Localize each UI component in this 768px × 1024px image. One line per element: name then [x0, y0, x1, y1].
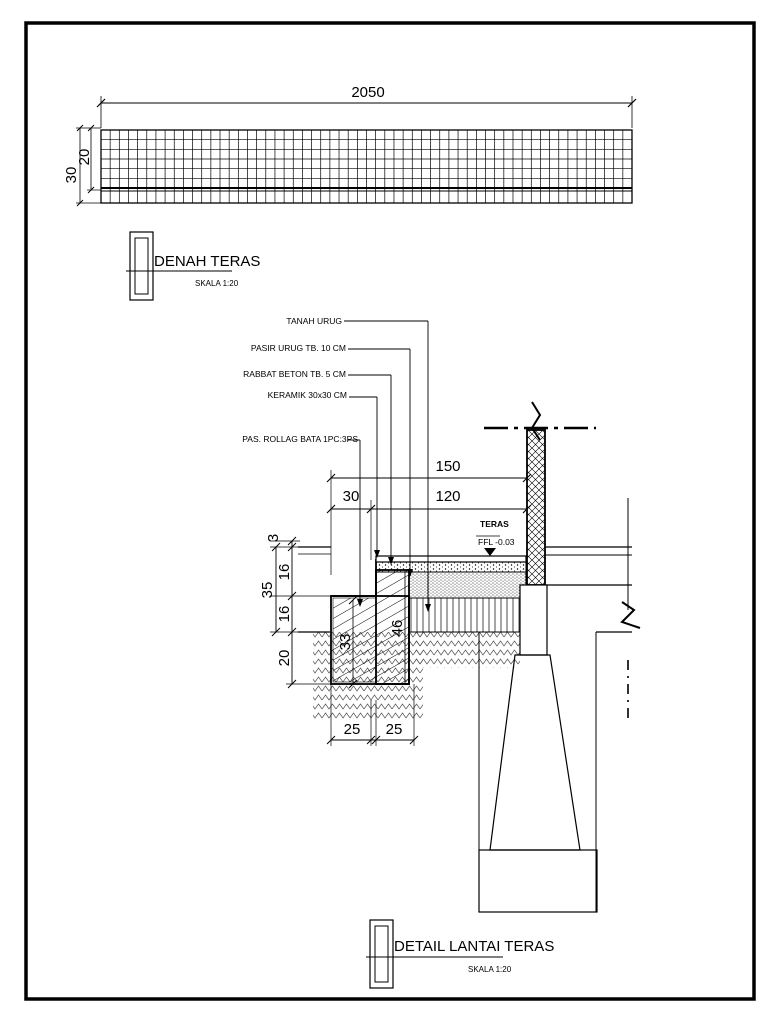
dim-length-text: 2050 [351, 84, 384, 101]
callout-keramik: KERAMIK 30x30 CM [268, 390, 347, 400]
plan-view: 2050 30 20 DENAH TERAS SKALA 1:20 [63, 84, 637, 301]
callout-tanah-urug: TANAH URUG [286, 316, 342, 326]
plan-title-block: DENAH TERAS SKALA 1:20 [126, 231, 260, 301]
dim-height-inner-text: 20 [76, 149, 93, 166]
dim-30: 30 [343, 488, 360, 505]
earth-under-slab [415, 632, 520, 668]
plan-scale: SKALA 1:20 [195, 279, 239, 288]
dim-120: 120 [435, 488, 460, 505]
callout-rabbat-beton: RABBAT BETON TB. 5 CM [243, 369, 346, 379]
dim-16-top: 16 [276, 564, 293, 581]
level-value: FFL -0.03 [478, 537, 515, 547]
detail-title-block: DETAIL LANTAI TERAS SKALA 1:20 [366, 919, 554, 989]
dim-20: 20 [276, 650, 293, 667]
dimension-height: 30 20 [63, 124, 101, 207]
column-footplate [478, 584, 598, 913]
dim-3: 3 [265, 534, 282, 542]
dim-150: 150 [435, 458, 460, 475]
fill-soil-layer [408, 597, 527, 633]
sand-layer [408, 571, 527, 599]
detail-inner-dimensions: 33 46 [337, 570, 406, 689]
dim-33: 33 [337, 634, 354, 651]
detail-bottom-dimensions: 25 25 [326, 684, 419, 746]
detail-section: TERAS FFL -0.03 TANAH URUG PASIR URUG TB… [242, 316, 641, 989]
detail-left-dimensions: 3 16 35 16 20 [259, 534, 331, 689]
concrete-layer [375, 561, 527, 573]
dimension-length: 2050 [96, 84, 637, 128]
detail-scale: SKALA 1:20 [468, 965, 512, 974]
material-callouts: TANAH URUG PASIR URUG TB. 10 CM RABBAT B… [242, 316, 431, 612]
plan-outline [100, 129, 633, 204]
sloof-beam [545, 498, 641, 720]
plan-title: DENAH TERAS [154, 253, 260, 270]
dim-25-left: 25 [344, 721, 361, 738]
dim-16-bottom: 16 [276, 606, 293, 623]
callout-rollag-bata: PAS. ROLLAG BATA 1PC:3PS [242, 434, 358, 444]
ceramic-tile-layer [375, 555, 527, 563]
dim-35: 35 [259, 582, 276, 599]
sheet-border [24, 21, 756, 1001]
tile-grid [101, 130, 632, 203]
detail-title: DETAIL LANTAI TERAS [394, 938, 554, 955]
floor-layers [298, 546, 527, 633]
dim-25-right: 25 [386, 721, 403, 738]
callout-pasir-urug: PASIR URUG TB. 10 CM [251, 343, 346, 353]
dim-height-outer-text: 30 [63, 167, 80, 184]
level-name: TERAS [480, 519, 509, 529]
detail-top-dimensions: 150 30 120 [326, 458, 532, 575]
dim-46: 46 [389, 620, 406, 637]
floor-level-marker: TERAS FFL -0.03 [476, 519, 515, 556]
